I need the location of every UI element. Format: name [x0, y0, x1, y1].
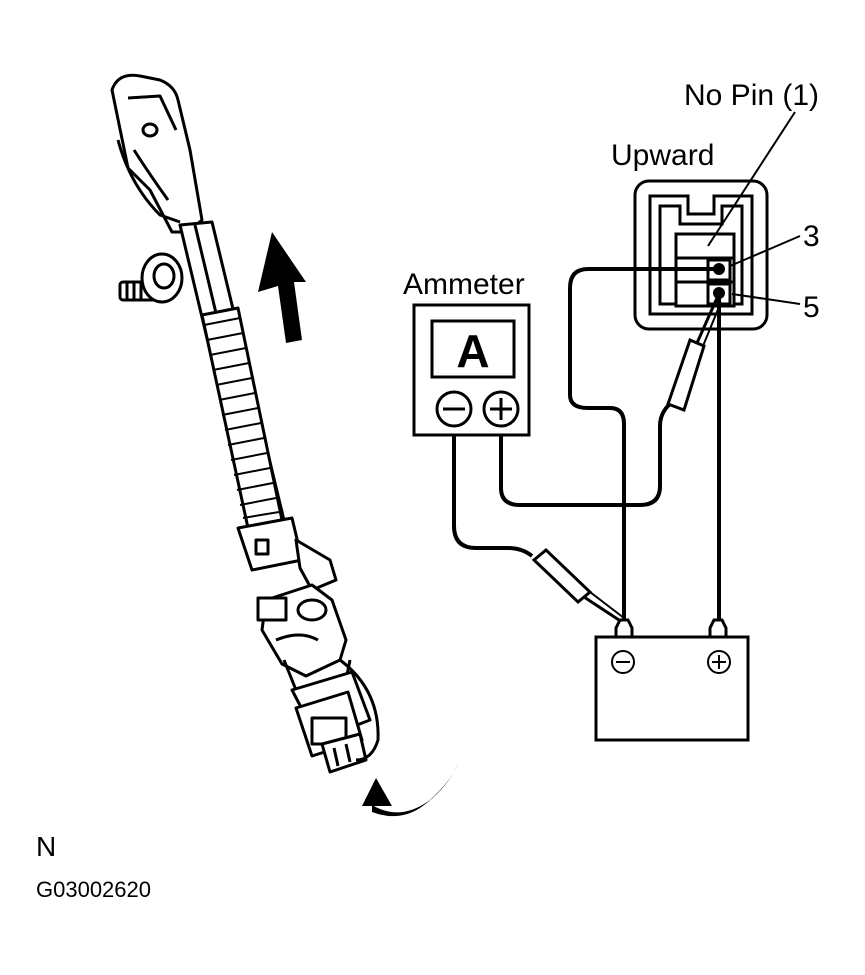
minus-circle-icon — [435, 390, 473, 428]
ammeter-label: Ammeter — [403, 268, 525, 301]
pin-3-label: 3 — [803, 220, 820, 253]
meter-letter: A — [456, 325, 489, 377]
plus-circle-icon — [482, 390, 520, 428]
plus-circle-icon — [707, 650, 731, 674]
minus-circle-icon — [611, 650, 635, 674]
ammeter: A — [412, 303, 531, 437]
actuator-assembly — [110, 73, 380, 774]
connector-housing — [633, 179, 769, 331]
leader-lines — [707, 111, 801, 305]
curved-arrow-icon — [362, 764, 458, 817]
probe-lower — [531, 547, 625, 624]
arrow-up-icon — [258, 232, 306, 343]
figure-code: G03002620 — [36, 877, 151, 902]
pin-5-label: 5 — [803, 291, 820, 324]
probe-upper — [666, 297, 722, 412]
wiring — [452, 267, 721, 622]
battery — [594, 618, 750, 742]
upward-label: Upward — [611, 139, 714, 172]
corner-letter: N — [36, 831, 56, 862]
no-pin-label: No Pin (1) — [684, 79, 819, 112]
